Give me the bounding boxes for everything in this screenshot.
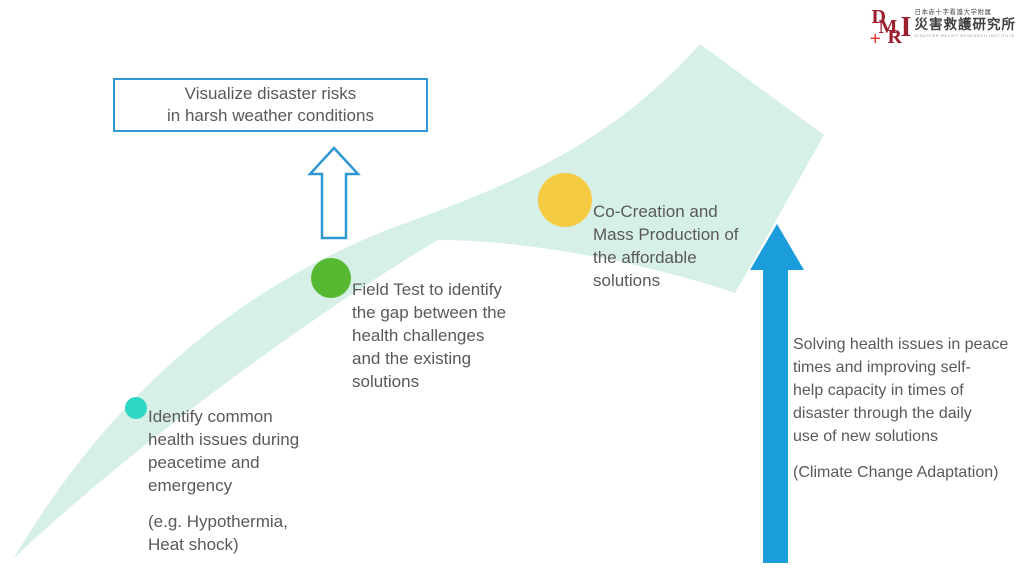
stage2-label: Field Test to identify the gap between t… [352, 280, 507, 391]
logo-jp-institute-name: 災害救護研究所 [914, 17, 1016, 32]
swoosh-arrow-shape [14, 44, 824, 558]
right-note: Solving health issues in peace times and… [793, 333, 1008, 484]
stage3-label: Co-Creation and Mass Production of the a… [593, 202, 739, 290]
stage1-example-note: (e.g. Hypothermia, Heat shock) [148, 512, 288, 554]
stage1-label: Identify common health issues during pea… [148, 407, 300, 554]
blue-up-arrow [750, 224, 804, 563]
logo-jp-affiliation: 日本赤十字看護大学附属 [914, 9, 992, 16]
climate-adaptation-note: (Climate Change Adaptation) [793, 464, 999, 481]
stage2-dot [311, 258, 351, 298]
logo-en-institute-name: DISASTER RELIEF RESEARCH INSTITUTE [914, 33, 1016, 38]
dmri-logo-mark: D M R I + [869, 6, 912, 50]
stage3-dot [538, 173, 592, 227]
callout-line1: Visualize disaster risks [184, 84, 357, 103]
dmri-logo-text: 日本赤十字看護大学附属 災害救護研究所 DISASTER RELIEF RESE… [915, 8, 1017, 39]
stage1-dot [125, 397, 147, 419]
red-cross-icon: + [869, 28, 881, 50]
visualize-risks-callout: Visualize disaster risks in harsh weathe… [113, 78, 428, 132]
callout-line2: in harsh weather conditions [167, 106, 374, 125]
hollow-up-arrow [307, 146, 361, 240]
dmri-logo: D M R I + 日本赤十字看護大学附属 災害救護研究所 DISASTER R… [869, 6, 1017, 54]
